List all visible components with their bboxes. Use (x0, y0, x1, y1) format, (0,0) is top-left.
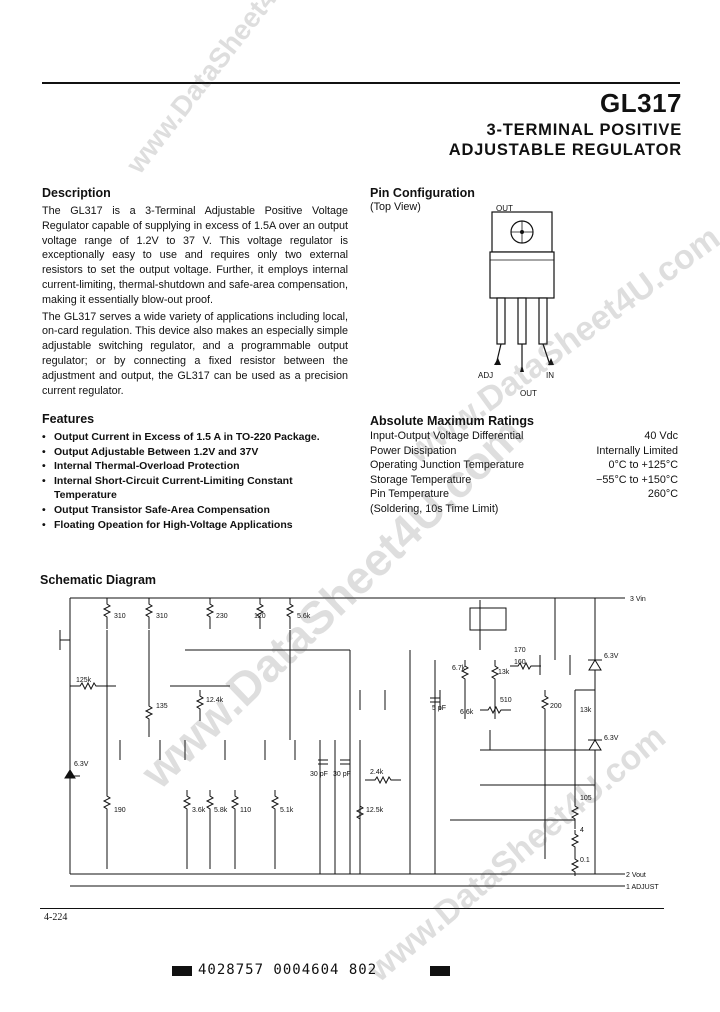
feature-item: Output Current in Excess of 1.5 A in TO-… (40, 430, 350, 445)
pin-label-tab: OUT (496, 204, 513, 213)
svg-text:0.1: 0.1 (580, 857, 590, 864)
svg-text:5 pF: 5 pF (432, 705, 446, 712)
footer-rule (40, 908, 664, 909)
svg-text:310: 310 (114, 613, 126, 620)
label-adjust: 1 ADJUST (626, 884, 659, 891)
svg-text:5.6k: 5.6k (297, 613, 311, 620)
ratings-heading: Absolute Maximum Ratings (370, 414, 534, 428)
feature-item: Internal Short-Circuit Current-Limiting … (40, 474, 350, 503)
svg-text:2.4k: 2.4k (370, 769, 384, 776)
svg-text:13k: 13k (580, 707, 592, 714)
description-heading: Description (42, 186, 111, 200)
feature-item: Internal Thermal-Overload Protection (40, 459, 350, 474)
barcode-mark-right (430, 966, 450, 976)
pin-config-heading: Pin Configuration (370, 186, 475, 200)
rating-row: Storage Temperature−55°C to +150°C (370, 473, 678, 486)
watermark-top: www.DataSheet4U.com (120, 0, 336, 180)
document-code: 4028757 0004604 802 (198, 962, 378, 978)
pin-label-adj: ADJ (478, 371, 494, 380)
feature-item: Output Adjustable Between 1.2V and 37V (40, 445, 350, 460)
svg-text:190: 190 (114, 807, 126, 814)
svg-text:5.8k: 5.8k (214, 807, 228, 814)
svg-text:6.3V: 6.3V (74, 761, 89, 768)
svg-text:30 pF: 30 pF (310, 771, 328, 778)
rating-row: (Soldering, 10s Time Limit) (370, 502, 499, 515)
svg-text:30 pF: 30 pF (333, 771, 351, 778)
svg-text:13k: 13k (498, 669, 510, 676)
description-text: The GL317 is a 3-Terminal Adjustable Pos… (42, 204, 348, 398)
svg-text:3.6k: 3.6k (192, 807, 206, 814)
feature-item: Floating Opeation for High-Voltage Appli… (40, 518, 350, 533)
svg-text:200: 200 (550, 703, 562, 710)
pin-config-package (489, 211, 555, 372)
schematic-heading: Schematic Diagram (40, 573, 157, 587)
features-heading: Features (42, 412, 95, 426)
svg-text:6.3V: 6.3V (604, 735, 619, 742)
svg-text:125k: 125k (76, 677, 92, 684)
svg-text:135: 135 (156, 703, 168, 710)
schematic-diagram: 3 Vin 2 Vout 1 ADJUST 310 310 230 120 5.… (59, 596, 659, 891)
pin-config-view: (Top View) (370, 201, 421, 213)
svg-text:170: 170 (514, 647, 526, 654)
svg-text:6.7k: 6.7k (452, 665, 466, 672)
header-rule (42, 82, 680, 84)
svg-text:5.1k: 5.1k (280, 807, 294, 814)
label-vout: 2 Vout (626, 872, 646, 879)
label-vin: 3 Vin (630, 596, 646, 603)
page-title-line1: 3-TERMINAL POSITIVE (486, 121, 682, 139)
svg-text:510: 510 (500, 697, 512, 704)
svg-text:6.6k: 6.6k (460, 709, 474, 716)
page-title-line2: ADJUSTABLE REGULATOR (448, 141, 682, 159)
svg-text:160: 160 (514, 659, 526, 666)
svg-text:110: 110 (240, 807, 251, 814)
package-leads (495, 297, 551, 372)
svg-text:120: 120 (254, 613, 266, 620)
svg-text:12.5k: 12.5k (366, 807, 384, 814)
svg-text:105: 105 (580, 795, 592, 802)
description-paragraph-1: The GL317 is a 3-Terminal Adjustable Pos… (42, 205, 348, 306)
svg-text:230: 230 (216, 613, 228, 620)
features-list: Output Current in Excess of 1.5 A in TO-… (40, 430, 350, 532)
barcode-mark-left (172, 966, 192, 976)
svg-text:310: 310 (156, 613, 168, 620)
description-paragraph-2: The GL317 serves a wide variety of appli… (42, 310, 348, 397)
part-number: GL317 (600, 88, 682, 118)
pin-label-in: IN (546, 371, 554, 380)
pin-label-out: OUT (520, 389, 537, 398)
svg-text:12.4k: 12.4k (206, 697, 224, 704)
svg-text:4: 4 (580, 827, 584, 834)
svg-text:6.3V: 6.3V (604, 653, 619, 660)
package-body (489, 251, 555, 299)
page-number: 4-224 (44, 912, 68, 923)
schematic-labels: 3 Vin 2 Vout 1 ADJUST 310 310 230 120 5.… (74, 596, 659, 891)
feature-item: Output Transistor Safe-Area Compensation (40, 503, 350, 518)
